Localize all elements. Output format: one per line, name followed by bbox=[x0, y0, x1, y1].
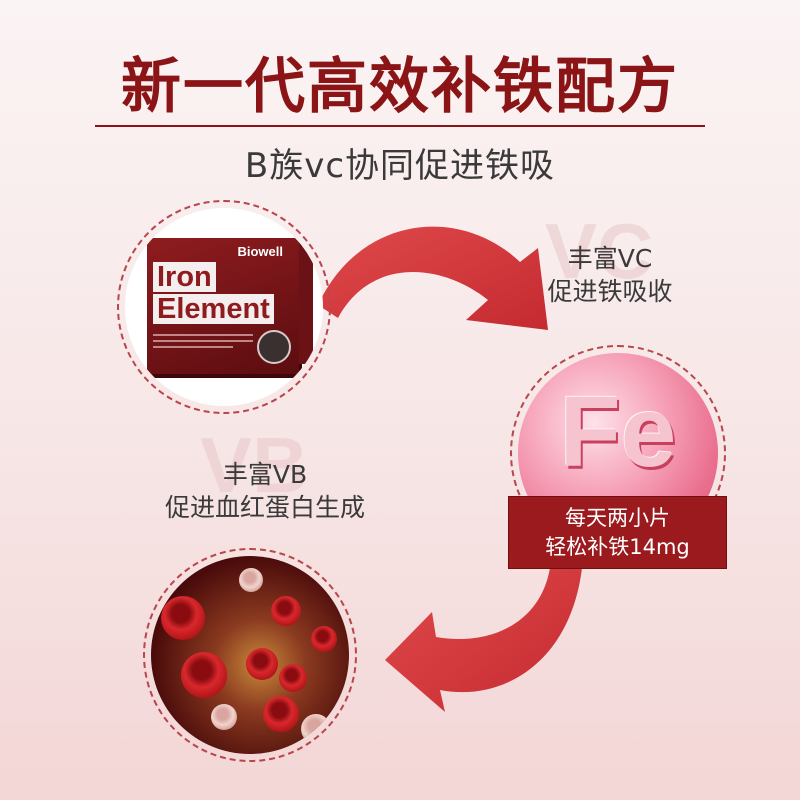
title-divider bbox=[95, 125, 705, 127]
red-blood-cell bbox=[239, 568, 263, 592]
vc-watermark: VC bbox=[545, 207, 654, 295]
arrow-top bbox=[318, 226, 548, 330]
red-blood-cell bbox=[279, 664, 307, 692]
dosage-line1: 每天两小片 bbox=[565, 506, 670, 530]
page-subtitle: B族vc协同促进铁吸 bbox=[244, 146, 556, 186]
product-circle: Biowell Iron Element bbox=[117, 200, 331, 414]
product-seal-icon bbox=[257, 330, 291, 364]
vc-caption-line1: 丰富VC bbox=[567, 244, 653, 273]
page-title: 新一代高效补铁配方 bbox=[121, 52, 679, 122]
arrow-bottom bbox=[385, 568, 582, 712]
vc-caption: 丰富VC 促进铁吸收 bbox=[520, 242, 700, 308]
blood-cells-image bbox=[151, 556, 349, 754]
product-name-line2: Element bbox=[153, 294, 274, 324]
blood-cells-circle bbox=[143, 548, 357, 762]
product-box: Biowell Iron Element bbox=[147, 238, 313, 374]
red-blood-cell bbox=[311, 626, 337, 652]
red-blood-cell bbox=[263, 696, 299, 732]
product-name-line1: Iron bbox=[153, 262, 216, 292]
vc-caption-line2: 促进铁吸收 bbox=[547, 277, 673, 306]
vb-caption-line2: 促进血红蛋白生成 bbox=[164, 493, 365, 522]
product-fine-print bbox=[153, 334, 253, 352]
vb-watermark: VB bbox=[200, 421, 309, 509]
iron-symbol: Fe bbox=[559, 376, 677, 488]
vb-caption: 丰富VB 促进血红蛋白生成 bbox=[130, 458, 400, 524]
vb-caption-line1: 丰富VB bbox=[222, 460, 308, 489]
red-blood-cell bbox=[181, 652, 227, 698]
product-image: Biowell Iron Element bbox=[125, 208, 323, 406]
red-blood-cell bbox=[211, 704, 237, 730]
red-blood-cell bbox=[301, 714, 331, 744]
red-blood-cell bbox=[246, 648, 278, 680]
red-blood-cell bbox=[271, 596, 301, 626]
dosage-badge: 每天两小片 轻松补铁14mg bbox=[508, 496, 727, 569]
red-blood-cell bbox=[161, 596, 205, 640]
product-brand: Biowell bbox=[237, 244, 283, 259]
dosage-line2: 轻松补铁14mg bbox=[545, 535, 690, 559]
